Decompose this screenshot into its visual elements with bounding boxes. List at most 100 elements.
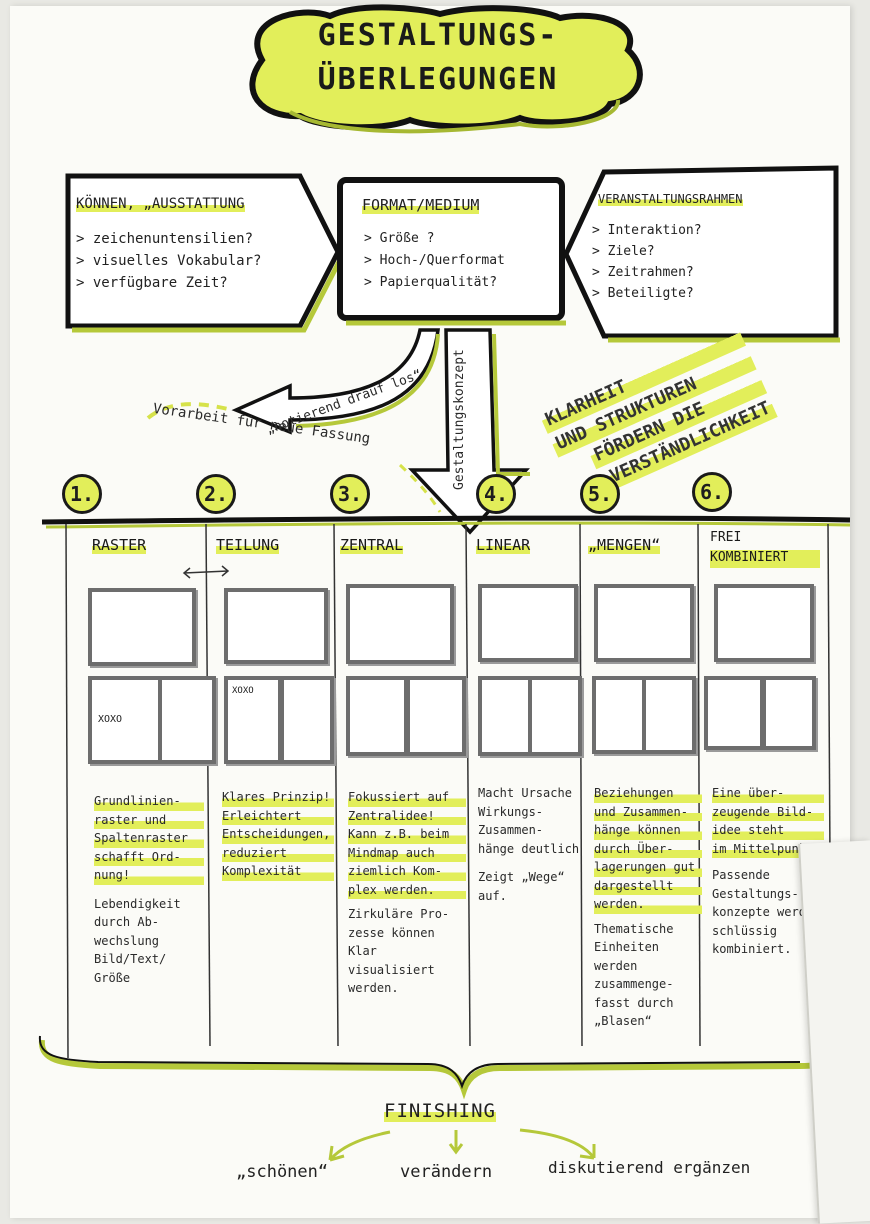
text-line: hänge können bbox=[594, 821, 702, 840]
list-item: visuelles Vokabular? bbox=[76, 250, 262, 272]
text-line: Macht Ursache bbox=[478, 786, 572, 800]
sketch-raster bbox=[88, 588, 196, 666]
column-heading-linear: LINEAR bbox=[476, 536, 531, 554]
text-line: durch Ab- bbox=[94, 915, 160, 929]
list-item: Beteiligte? bbox=[592, 283, 702, 304]
text-line: werden. bbox=[594, 895, 702, 914]
list-item: Hoch-/Querformat bbox=[364, 250, 505, 272]
column-text-teilung: Klares Prinzip! Erleichtert Entscheidung… bbox=[222, 788, 334, 881]
bottom-brace bbox=[38, 1035, 843, 1100]
column-heading-teilung: TEILUNG bbox=[216, 536, 280, 554]
text-line: fasst durch bbox=[594, 995, 674, 1010]
list-item: Zeitrahmen? bbox=[592, 262, 702, 283]
title-cloud bbox=[249, 4, 643, 134]
sketch-frei bbox=[714, 584, 814, 662]
sketch-raster-a: XOXO bbox=[88, 676, 162, 764]
text-line: Mindmap auch bbox=[348, 843, 466, 862]
list-item: zeichenuntensilien? bbox=[76, 228, 261, 250]
sketch-mengen-b bbox=[642, 676, 696, 754]
sketch-zentral bbox=[346, 584, 454, 664]
column-heading-frei: FREI KOMBINIERT bbox=[710, 528, 820, 568]
text-line: Passende bbox=[712, 868, 770, 882]
text-line: und Zusammen- bbox=[594, 802, 702, 821]
box-format-heading: FORMAT/MEDIUM bbox=[362, 196, 480, 214]
title-line-2: ÜBERLEGUNGEN bbox=[317, 62, 559, 97]
sketch-teilung bbox=[224, 588, 328, 664]
down-arrow-label: Gestaltungskonzept bbox=[452, 349, 467, 490]
number-badge-1: 1. bbox=[62, 474, 102, 514]
text-line: nung! bbox=[94, 866, 204, 885]
page-title: GESTALTUNGS- ÜBERLEGUNGEN bbox=[248, 14, 628, 102]
sketch-frei-b bbox=[762, 676, 816, 750]
column-heading-zentral: ZENTRAL bbox=[340, 536, 404, 554]
text-line: Zentralidee! bbox=[348, 806, 466, 825]
sketch-zentral-b bbox=[406, 676, 466, 756]
sketch-teilung-b bbox=[280, 676, 334, 764]
text-line: Eine über- bbox=[712, 784, 824, 803]
text-line: kombiniert. bbox=[712, 942, 792, 956]
finishing-option-beautify: „schönen“ bbox=[236, 1162, 329, 1182]
list-item: Größe ? bbox=[364, 228, 505, 250]
number-badge-5: 5. bbox=[580, 474, 620, 514]
text-line: Bild/Text/ bbox=[94, 952, 167, 966]
sketch-teilung-a: XOXO bbox=[224, 676, 282, 764]
box-can-list: zeichenuntensilien? visuelles Vokabular?… bbox=[76, 228, 262, 294]
sketch-label: XOXO bbox=[98, 714, 123, 725]
column-heading-mengen: „MENGEN“ bbox=[588, 536, 661, 554]
number-badge-3: 3. bbox=[330, 474, 370, 514]
text-line: Kann z.B. beim bbox=[348, 825, 466, 844]
text-line: Zeigt „Wege“ bbox=[478, 870, 565, 884]
title-line-1: GESTALTUNGS- bbox=[317, 18, 559, 53]
dashed-arc bbox=[146, 402, 233, 420]
list-item: Papierqualität? bbox=[364, 272, 505, 294]
column-text-linear: Macht Ursache Wirkungs- Zusammen- hänge … bbox=[478, 784, 582, 905]
sketch-mengen bbox=[594, 584, 694, 662]
sketch-linear-a bbox=[478, 676, 532, 756]
list-item: Interaktion? bbox=[592, 220, 702, 241]
list-item: Ziele? bbox=[592, 241, 702, 262]
text-line: Klares Prinzip! bbox=[222, 788, 334, 807]
text-line: Zirkuläre Pro- bbox=[348, 907, 450, 921]
text-line: Klar visualisiert bbox=[348, 944, 435, 977]
finishing-option-discuss: diskutierend ergänzen bbox=[548, 1158, 751, 1177]
text-line: „Blasen“ bbox=[594, 1014, 652, 1028]
text-line: Entscheidungen, bbox=[222, 825, 334, 844]
sketch-linear bbox=[478, 584, 578, 662]
text-line: im Mittelpunkt! bbox=[712, 839, 824, 858]
left-arrow bbox=[231, 328, 440, 435]
text-line: ziemlich Kom- bbox=[348, 862, 466, 881]
box-event-heading: VERANSTALTUNGSRAHMEN bbox=[598, 192, 743, 206]
text-line: Komplexität bbox=[222, 862, 334, 881]
text-line: zesse können bbox=[348, 925, 435, 940]
sketch-raster-b bbox=[158, 676, 216, 764]
text-line: Beziehungen bbox=[594, 784, 702, 803]
sketch-linear-b bbox=[528, 676, 582, 756]
text-line: zusammenge- bbox=[594, 977, 674, 991]
text-line: Fokussiert auf bbox=[348, 788, 466, 807]
columns-top-rule bbox=[41, 515, 851, 525]
text-line: Thematische bbox=[594, 921, 674, 936]
text-line: hänge deutlich bbox=[478, 841, 580, 856]
column-text-mengen: Beziehungen und Zusammen- hänge können d… bbox=[594, 784, 702, 1031]
sketch-frei-a bbox=[704, 676, 764, 750]
text-line: zeugende Bild- bbox=[712, 802, 824, 821]
text-line: dargestellt bbox=[594, 876, 702, 895]
text-line: Gestaltungs- bbox=[712, 886, 799, 901]
finishing-arrows bbox=[328, 1128, 596, 1162]
text-line: schlüssig bbox=[712, 923, 778, 938]
text-line: lagerungen gut bbox=[594, 858, 702, 877]
finishing-title: FINISHING bbox=[384, 1100, 496, 1122]
text-line: Lebendigkeit bbox=[94, 896, 181, 911]
column-text-zentral: Fokussiert auf Zentralidee! Kann z.B. be… bbox=[348, 788, 466, 998]
text-line: auf. bbox=[478, 888, 507, 903]
text-line: raster und bbox=[94, 810, 204, 829]
text-line: Erleichtert bbox=[222, 806, 334, 825]
box-can-heading: KÖNNEN, „AUSSTATTUNG bbox=[76, 196, 245, 212]
text-line: plex werden. bbox=[348, 880, 466, 899]
column-heading-raster: RASTER bbox=[92, 536, 147, 554]
sketch-label: XOXO bbox=[232, 686, 254, 696]
text-line: werden. bbox=[348, 981, 399, 995]
text-line: idee steht bbox=[712, 821, 824, 840]
text-line: Einheiten werden bbox=[594, 940, 660, 973]
text-line: wechslung bbox=[94, 933, 160, 948]
